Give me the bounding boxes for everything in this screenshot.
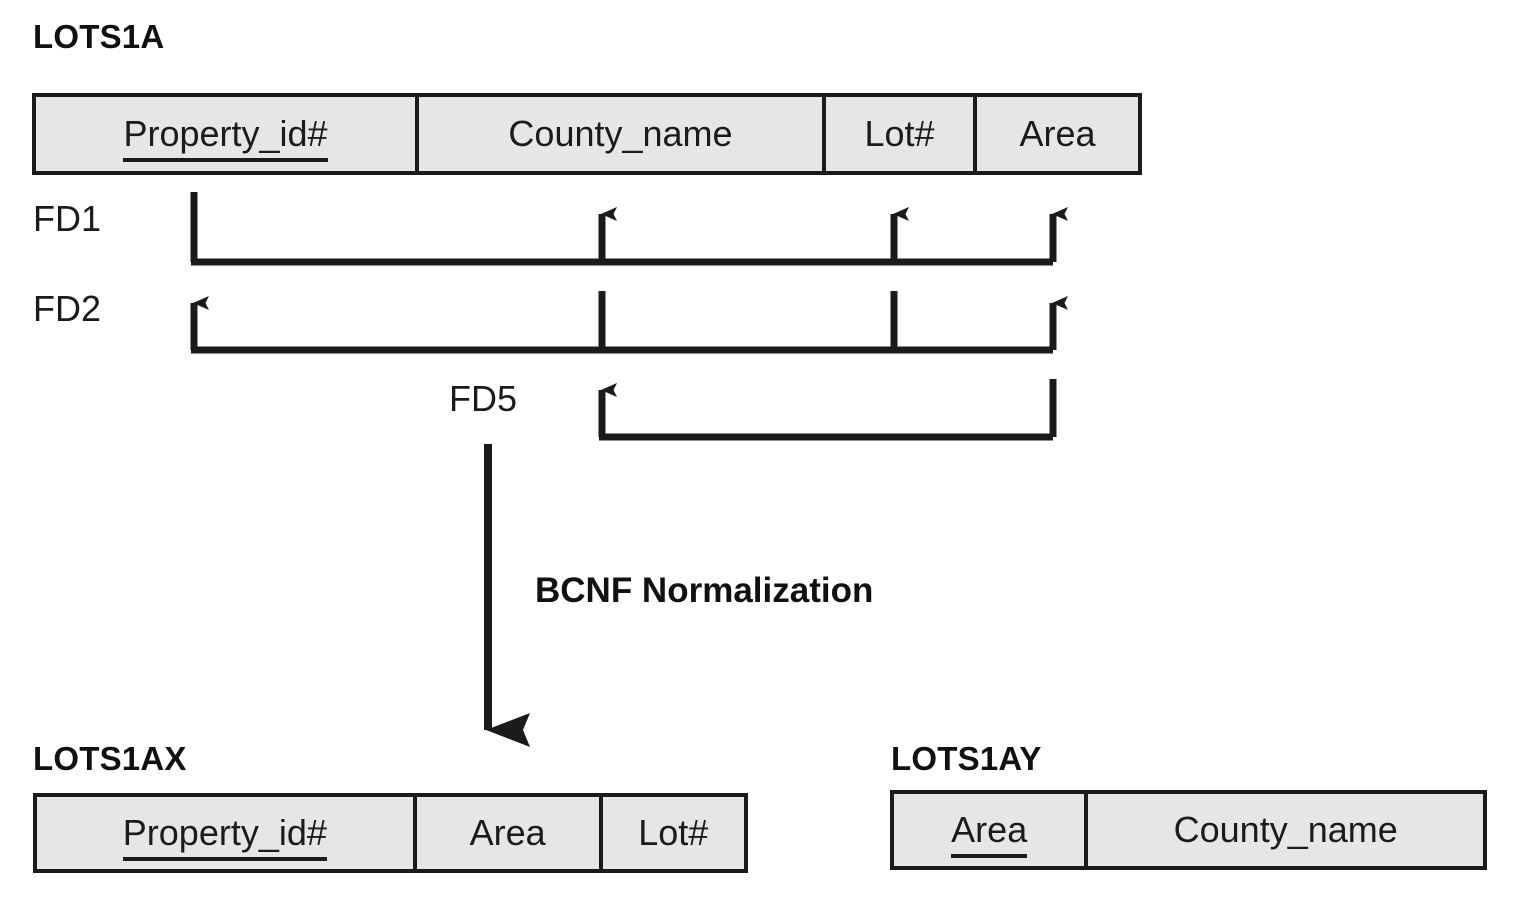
- attribute-cell-property-id: Property_id#: [36, 97, 419, 171]
- fd-connector-fd2: [190, 291, 1068, 354]
- attribute-label: Lot#: [638, 812, 709, 854]
- relation-table-lots1ay: Area County_name: [890, 790, 1487, 870]
- attribute-cell-area: Area: [894, 794, 1089, 866]
- attribute-label: Property_id#: [122, 812, 328, 861]
- relation-table-lots1ax: Property_id# Area Lot#: [33, 793, 748, 873]
- relation-title-lots1ay: LOTS1AY: [891, 740, 1042, 777]
- fd-label-fd1: FD1: [33, 198, 102, 239]
- relation-title-lots1a: LOTS1A: [33, 18, 165, 55]
- attribute-cell-area: Area: [417, 797, 603, 869]
- attribute-label: Property_id#: [123, 113, 328, 162]
- attribute-cell-county-name: County_name: [1088, 794, 1483, 866]
- fd-connector-fd1: [190, 192, 1068, 266]
- attribute-label: Area: [469, 812, 546, 854]
- relation-table-lots1a: Property_id# County_name Lot# Area: [32, 93, 1142, 175]
- bcnf-normalization-label: BCNF Normalization: [535, 571, 874, 610]
- attribute-label: Area: [951, 809, 1028, 858]
- attribute-label: County_name: [1173, 809, 1398, 851]
- attribute-cell-lot-number: Lot#: [826, 97, 977, 171]
- attribute-label: Lot#: [864, 113, 935, 155]
- attribute-cell-county-name: County_name: [419, 97, 826, 171]
- relation-title-lots1ax: LOTS1AX: [33, 740, 187, 777]
- attribute-cell-area: Area: [977, 97, 1138, 171]
- fd-connector-fd5: [598, 379, 1057, 441]
- attribute-cell-property-id: Property_id#: [37, 797, 417, 869]
- fd-label-fd2: FD2: [33, 288, 102, 329]
- attribute-cell-lot-number: Lot#: [603, 797, 744, 869]
- attribute-label: County_name: [508, 113, 733, 155]
- attribute-label: Area: [1019, 113, 1096, 155]
- fd-label-fd5: FD5: [449, 378, 518, 419]
